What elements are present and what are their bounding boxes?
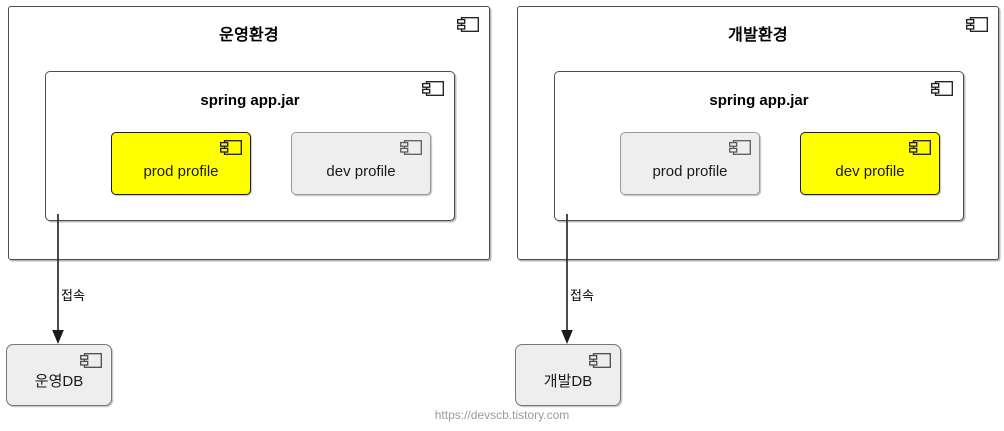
- profile-label: prod profile: [143, 163, 219, 180]
- profile-node-dev-profile[interactable]: dev profile: [291, 132, 431, 195]
- database-label: 운영DB: [34, 373, 84, 390]
- component-icon: [966, 17, 988, 32]
- profile-node-dev-profile[interactable]: dev profile: [800, 132, 940, 195]
- profile-node-prod-profile[interactable]: prod profile: [111, 132, 251, 195]
- component-icon: [909, 140, 931, 155]
- artifact-title: spring app.jar: [709, 92, 809, 109]
- profile-label: dev profile: [835, 163, 905, 180]
- environment-title-production: 운영환경: [219, 27, 279, 44]
- component-icon: [457, 17, 479, 32]
- connector-label-production: 접속: [61, 288, 85, 303]
- component-icon: [220, 140, 242, 155]
- component-icon: [80, 353, 102, 368]
- profile-label: prod profile: [652, 163, 728, 180]
- component-icon: [589, 353, 611, 368]
- profile-label: dev profile: [326, 163, 396, 180]
- component-icon: [729, 140, 751, 155]
- connector-label-development: 접속: [570, 288, 594, 303]
- component-icon: [422, 81, 444, 96]
- environment-node-production[interactable]: 운영환경 spring app.jar: [8, 6, 490, 260]
- artifact-title: spring app.jar: [200, 92, 300, 109]
- connector-production-to-db: [44, 214, 74, 346]
- database-node-prod-db[interactable]: 운영DB: [6, 344, 112, 406]
- database-node-dev-db[interactable]: 개발DB: [515, 344, 621, 406]
- connector-development-to-db: [553, 214, 583, 346]
- component-icon: [931, 81, 953, 96]
- environment-node-development[interactable]: 개발환경 spring app.jar: [517, 6, 999, 260]
- profile-node-prod-profile[interactable]: prod profile: [620, 132, 760, 195]
- database-label: 개발DB: [543, 373, 593, 390]
- watermark-text: https://devscb.tistory.com: [434, 408, 570, 422]
- environment-title-development: 개발환경: [728, 27, 788, 44]
- artifact-node-spring-app-jar-development[interactable]: spring app.jar prod profile: [554, 71, 964, 221]
- artifact-node-spring-app-jar-production[interactable]: spring app.jar prod profile: [45, 71, 455, 221]
- component-icon: [400, 140, 422, 155]
